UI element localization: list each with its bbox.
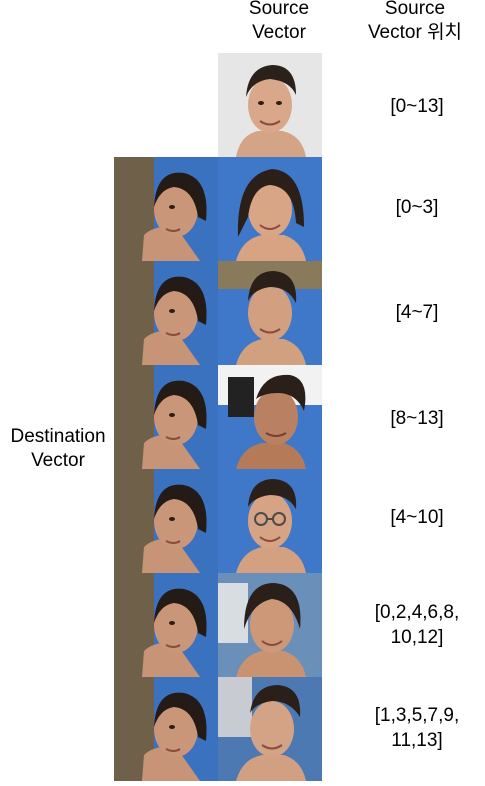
destination-vector-label-line1: Destination: [10, 426, 106, 447]
position-label: [0~13]: [352, 94, 482, 119]
destination-vector-label-line2: Vector: [31, 450, 85, 471]
source-vector-header-line1: Source: [248, 0, 310, 19]
mixed-face-image: [218, 157, 322, 261]
destination-face-image: [114, 365, 218, 469]
destination-face-image: [114, 261, 218, 365]
mixed-face-image: [218, 677, 322, 781]
position-label-line1: [0,2,4,6,8,: [374, 602, 460, 623]
position-label-line1: [8~13]: [390, 408, 444, 429]
destination-face-image: [114, 469, 218, 573]
source-vector-position-header: Source Vector 위치: [350, 0, 480, 45]
position-label-line2: 11,13]: [391, 730, 443, 751]
source-face-image: [218, 53, 322, 157]
destination-face-image: [114, 677, 218, 781]
position-label: [8~13]: [352, 406, 482, 431]
position-label: [4~7]: [352, 300, 482, 325]
source-vector-header: Source Vector: [226, 0, 332, 45]
destination-face-image: [114, 157, 218, 261]
position-label-line1: [4~7]: [395, 302, 439, 323]
position-label: [1,3,5,7,9, 11,13]: [352, 703, 482, 753]
position-label: [4~10]: [352, 505, 482, 530]
position-label-line2: 10,12]: [390, 627, 444, 648]
position-label-line1: [1,3,5,7,9,: [374, 705, 460, 726]
position-label-line1: [4~10]: [390, 507, 444, 528]
source-vector-position-header-line2: Vector 위치: [367, 22, 463, 43]
mixed-face-image: [218, 365, 322, 469]
destination-vector-label: Destination Vector: [0, 425, 116, 473]
position-label-line1: [0~13]: [390, 96, 444, 117]
destination-face-image: [114, 573, 218, 677]
source-vector-header-line2: Vector: [252, 22, 306, 43]
position-label: [0~3]: [352, 195, 482, 220]
position-label-line1: [0~3]: [395, 197, 439, 218]
source-vector-position-header-line1: Source: [384, 0, 446, 19]
mixed-face-image: [218, 573, 322, 677]
position-label: [0,2,4,6,8, 10,12]: [352, 600, 482, 650]
mixed-face-image: [218, 469, 322, 573]
mixed-face-image: [218, 261, 322, 365]
